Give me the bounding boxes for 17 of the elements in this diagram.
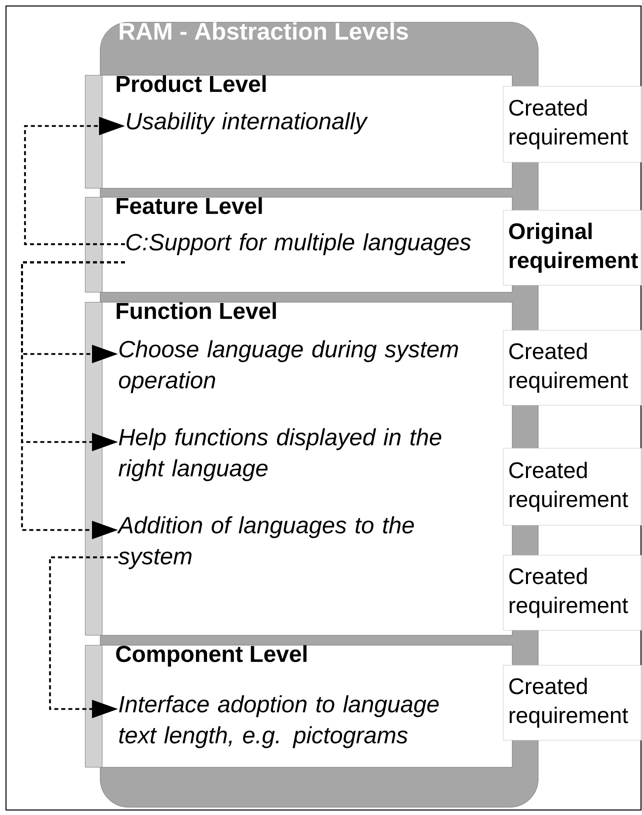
requirement-text: Choose language during system operation [118,340,458,394]
requirement-text: Interface adoption to language text length, e.g. pictograms [119,695,439,748]
requirement-text: Help functions displayed in the right language [118,428,442,482]
node-label: Product Level [116,75,266,92]
node-label: Function Level [116,302,276,320]
dashed-arrow [24,116,125,246]
requirement-box: Created requirement [503,86,642,162]
requirement-box: Created requirement [503,330,642,406]
requirement-box: Created requirement [503,448,642,526]
requirement-box: Original requirement [503,210,642,286]
requirement-box: Created requirement [503,665,642,740]
requirement-text: C:Support for multiple languages [126,233,471,256]
node-label: Component Level [116,645,307,667]
requirement-box: Created requirement [503,555,642,630]
requirement-text: Addition of languages to the system [117,516,414,570]
requirement-text: Usability internationally [126,112,368,134]
node-label: Feature Level [116,197,262,214]
